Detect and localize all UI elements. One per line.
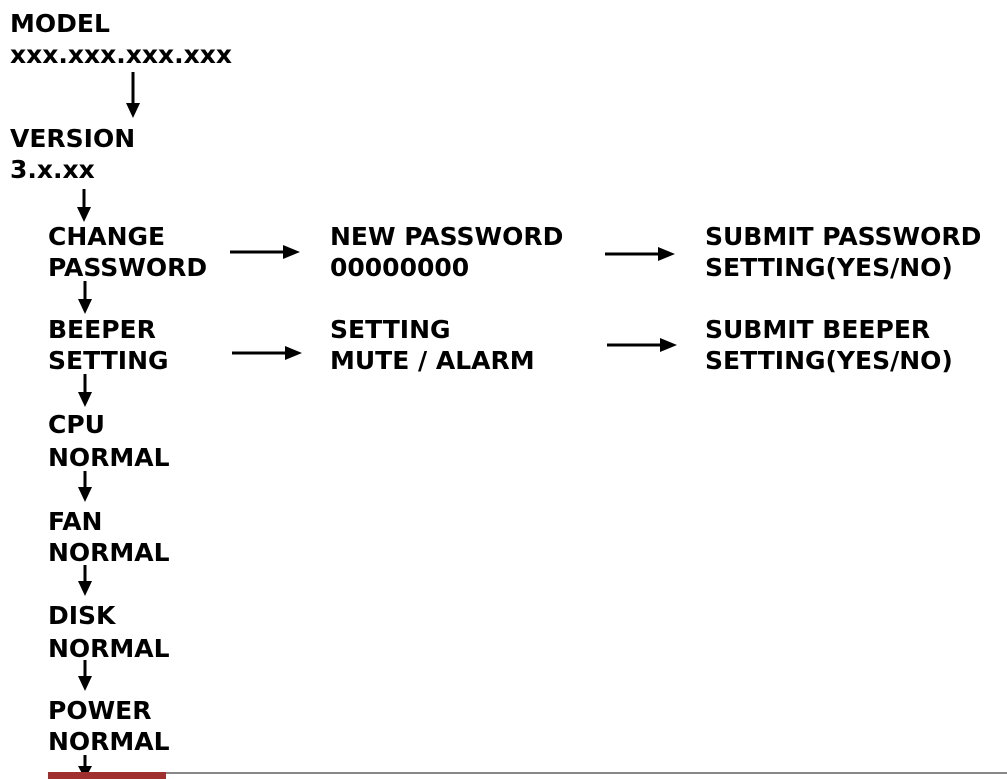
bottom-accent-bar xyxy=(48,772,166,779)
submit-beeper-line1: SUBMIT BEEPER xyxy=(705,315,931,344)
change-password-line1: CHANGE xyxy=(48,222,166,251)
right-arrow-setting-submit xyxy=(607,338,677,352)
setting-mute-line1: SETTING xyxy=(330,315,451,344)
fan-label: FAN xyxy=(48,507,103,536)
fan-node: FAN NORMAL xyxy=(48,506,170,568)
setting-mute-node: SETTING MUTE / ALARM xyxy=(330,314,535,376)
submit-password-line1: SUBMIT PASSWORD xyxy=(705,222,982,251)
setting-mute-line2: MUTE / ALARM xyxy=(330,346,535,375)
change-password-node: CHANGE PASSWORD xyxy=(48,221,207,283)
new-password-label: NEW PASSWORD xyxy=(330,222,564,251)
new-password-value: 00000000 xyxy=(330,253,470,282)
cpu-status: NORMAL xyxy=(48,443,170,472)
right-arrow-newpass-submit xyxy=(605,247,675,261)
down-arrow-disk-power xyxy=(78,660,92,691)
submit-password-line2: SETTING(YES/NO) xyxy=(705,253,953,282)
beeper-setting-line1: BEEPER xyxy=(48,315,156,344)
cpu-label: CPU xyxy=(48,410,105,439)
beeper-setting-line2: SETTING xyxy=(48,346,169,375)
power-status: NORMAL xyxy=(48,727,170,756)
model-value: xxx.xxx.xxx.xxx xyxy=(10,40,232,69)
right-arrow-change-newpass xyxy=(230,245,300,259)
down-arrow-beeper-cpu xyxy=(78,374,92,407)
submit-beeper-line2: SETTING(YES/NO) xyxy=(705,346,953,375)
new-password-node: NEW PASSWORD 00000000 xyxy=(330,221,563,283)
down-arrow-fan-disk xyxy=(78,565,92,596)
model-node: MODEL xxx.xxx.xxx.xxx xyxy=(10,8,232,70)
bottom-rule xyxy=(166,772,1007,774)
disk-status: NORMAL xyxy=(48,634,170,663)
fan-status: NORMAL xyxy=(48,538,170,567)
down-arrow-model-version xyxy=(126,72,140,118)
down-arrow-version-change xyxy=(77,189,91,222)
down-arrow-cpu-fan xyxy=(78,471,92,502)
submit-beeper-node: SUBMIT BEEPER SETTING(YES/NO) xyxy=(705,314,953,376)
version-label: VERSION xyxy=(10,124,136,153)
submit-password-node: SUBMIT PASSWORD SETTING(YES/NO) xyxy=(705,221,981,283)
model-label: MODEL xyxy=(10,9,110,38)
disk-node: DISK NORMAL xyxy=(48,600,170,664)
power-label: POWER xyxy=(48,696,152,725)
power-node: POWER NORMAL xyxy=(48,695,170,757)
disk-label: DISK xyxy=(48,601,116,630)
down-arrow-change-beeper xyxy=(78,281,92,314)
version-node: VERSION 3.x.xx xyxy=(10,123,135,185)
change-password-line2: PASSWORD xyxy=(48,253,208,282)
right-arrow-beeper-setting xyxy=(232,346,302,360)
beeper-setting-node: BEEPER SETTING xyxy=(48,314,169,376)
cpu-node: CPU NORMAL xyxy=(48,409,170,473)
version-value: 3.x.xx xyxy=(10,155,95,184)
